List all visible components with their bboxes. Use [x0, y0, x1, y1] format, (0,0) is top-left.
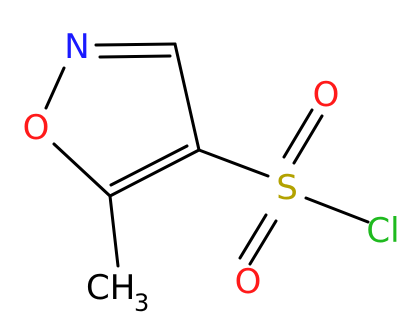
bonds — [44, 42, 370, 268]
bond-c3-c4 — [173, 42, 201, 152]
bond-c5-ch3 — [108, 194, 120, 268]
bond-s-o-bottom-a — [238, 213, 268, 260]
bond-n-c3 — [94, 42, 177, 47]
bond-s-cl — [304, 196, 370, 224]
methyl-subscript: 3 — [134, 289, 149, 317]
bond-c4-c5-inner — [109, 144, 189, 187]
bond-c5-o — [52, 142, 112, 198]
bond-c4-c5 — [108, 148, 201, 198]
atom-o-ring: O — [23, 108, 50, 148]
atom-o-top: O — [313, 75, 340, 115]
atom-n: N — [64, 27, 89, 67]
atom-s: S — [276, 168, 298, 208]
methyl-group: CH 3 — [86, 268, 149, 317]
methyl-label: CH — [86, 268, 135, 308]
bond-s-o-top-b — [292, 114, 324, 165]
bond-c4-s — [197, 148, 270, 178]
bond-o-n — [44, 66, 66, 110]
bond-s-o-top-a — [282, 108, 314, 159]
bond-s-o-bottom-b — [248, 219, 278, 266]
atom-o-bottom: O — [235, 262, 262, 302]
atom-cl: Cl — [366, 211, 399, 251]
bond-n-c3-inner — [98, 54, 172, 59]
